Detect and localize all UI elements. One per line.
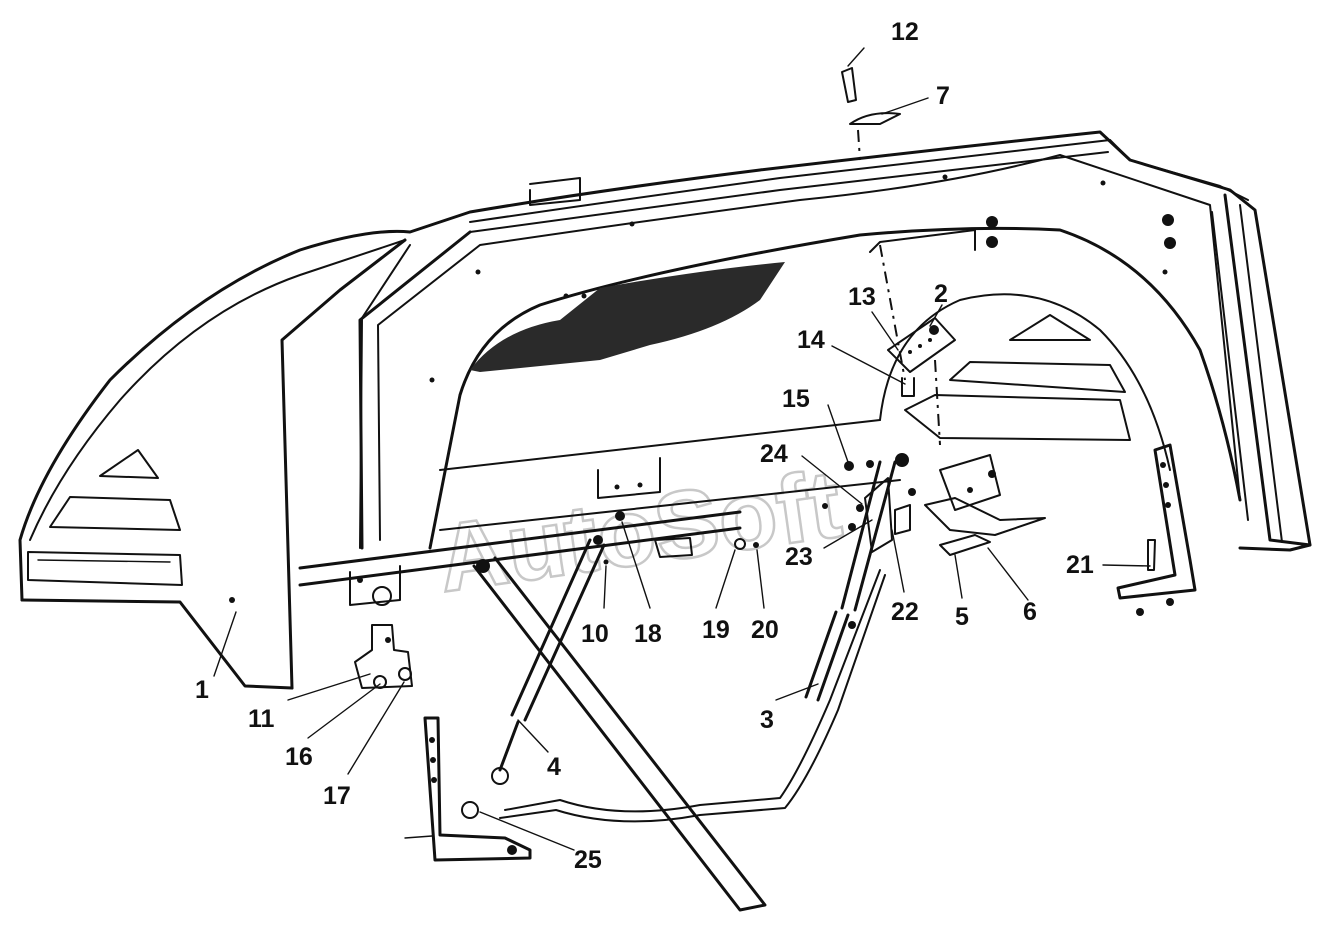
callout-25: 25: [574, 846, 602, 874]
callout-13: 13: [848, 283, 876, 311]
callout-labels: 12 7 13 2 14 15 24 23 22 5 6 21 10 18 19…: [195, 18, 1094, 874]
callout-15: 15: [782, 385, 810, 413]
gas-strut-left: [491, 535, 606, 785]
release-cable: [461, 569, 886, 823]
rail-bracket: [654, 537, 759, 558]
callout-10: 10: [581, 620, 609, 648]
callout-12: 12: [891, 18, 919, 46]
callout-6: 6: [1023, 598, 1037, 626]
callout-11: 11: [248, 705, 275, 733]
prop-rod: [472, 556, 767, 912]
callout-3: 3: [760, 706, 774, 734]
front-latch: [354, 624, 413, 689]
front-hinge: [349, 565, 401, 606]
right-support-bracket: [1116, 443, 1197, 616]
callout-23: 23: [785, 543, 813, 571]
callout-5: 5: [955, 603, 969, 631]
watermark: AutoSoft: [431, 450, 847, 612]
latch-bracket: [924, 454, 1046, 556]
callout-1: 1: [195, 676, 209, 704]
callout-4: 4: [547, 753, 561, 781]
callout-22: 22: [891, 598, 919, 626]
left-support-bracket: [404, 716, 532, 862]
rear-hinge-bracket: [879, 244, 956, 446]
callout-16: 16: [285, 743, 313, 771]
callout-24: 24: [760, 440, 788, 468]
inner-panel: [298, 154, 1242, 587]
hood-shell: [18, 130, 1312, 690]
callout-19: 19: [702, 616, 730, 644]
latch-hardware: [822, 460, 916, 553]
top-bolt: [841, 67, 901, 161]
callout-2: 2: [934, 280, 948, 308]
callout-21: 21: [1066, 551, 1094, 579]
leader-lines: [213, 47, 1151, 851]
callout-18: 18: [634, 620, 662, 648]
callout-20: 20: [751, 616, 779, 644]
callout-14: 14: [797, 326, 825, 354]
callout-7: 7: [936, 82, 950, 110]
callout-17: 17: [323, 782, 351, 810]
